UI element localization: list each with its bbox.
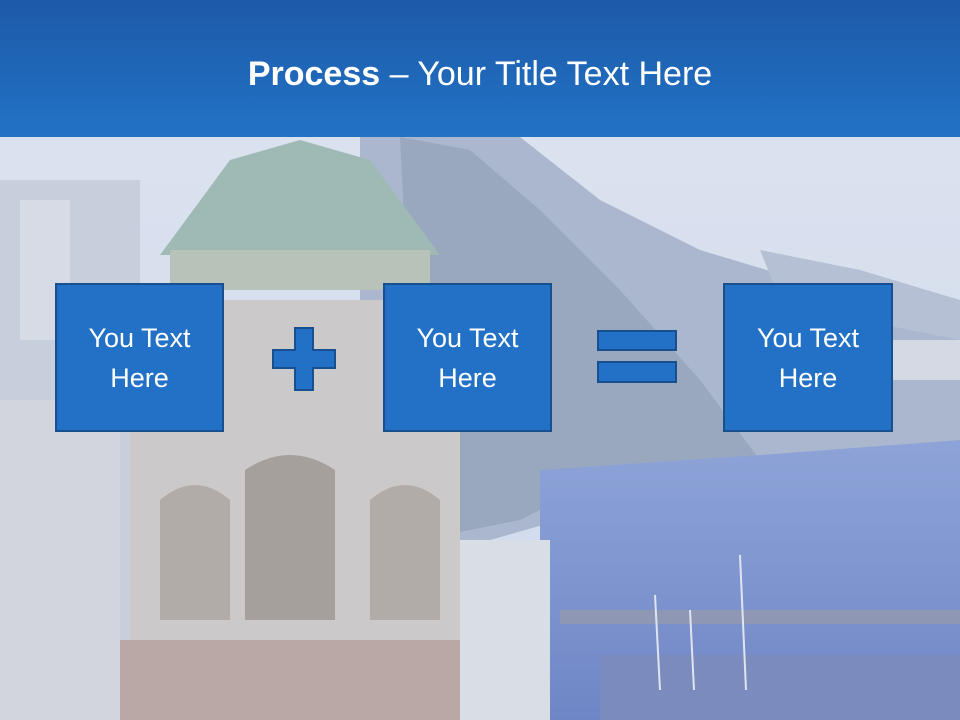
slide-title[interactable]: Process – Your Title Text Here [0,52,960,96]
title-rest: – Your Title Text Here [380,55,713,93]
process-box-3[interactable]: You Text Here [723,283,893,432]
process-box-1[interactable]: You Text Here [55,283,224,432]
title-bar: Process – Your Title Text Here [0,0,960,137]
title-bold: Process [247,55,381,93]
process-box-2[interactable]: You Text Here [383,283,552,432]
process-box-3-text: You Text Here [756,322,860,393]
equals-icon [597,330,677,383]
process-box-1-text: You Text Here [88,322,191,393]
process-box-2-text: You Text Here [416,322,519,393]
plus-icon [272,327,336,391]
